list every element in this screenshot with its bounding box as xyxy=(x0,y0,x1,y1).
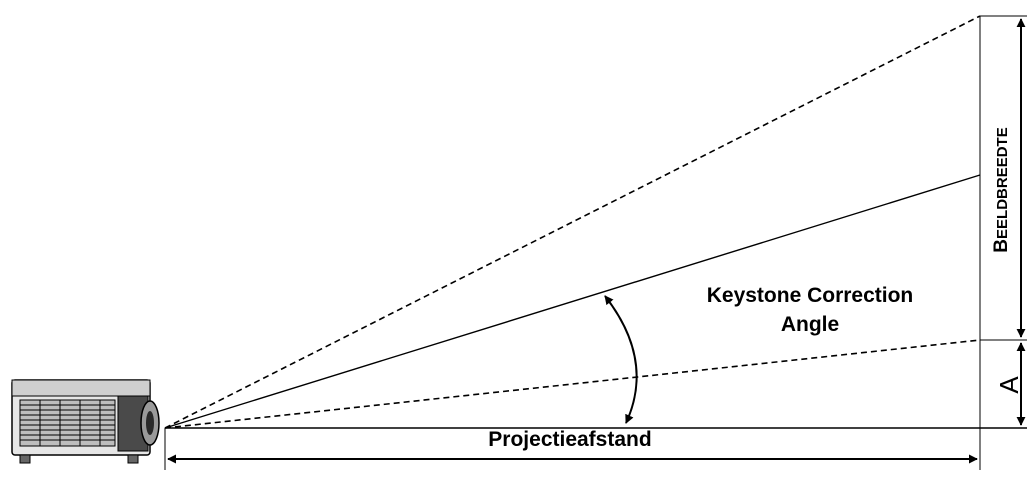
top-dashed-ray xyxy=(164,15,981,429)
keystone-label-line2: Angle xyxy=(781,313,839,336)
image-width-label-group: BEELDBREEDTE xyxy=(991,127,1012,252)
projection-distance-label: Projectieafstand xyxy=(488,428,651,451)
center-ray xyxy=(164,174,981,429)
keystone-label-line1: Keystone Correction xyxy=(707,284,914,307)
image-width-label-initial: B xyxy=(991,239,1012,253)
lower-dashed-ray xyxy=(164,339,981,429)
image-width-label: BEELDBREEDTE xyxy=(991,127,1012,252)
image-width-label-rest: EELDBREEDTE xyxy=(994,127,1011,239)
offset-a-label-group: A xyxy=(994,376,1024,394)
projector-icon xyxy=(11,379,160,464)
keystone-angle-arc xyxy=(604,295,638,424)
offset-a-label: A xyxy=(994,376,1024,394)
